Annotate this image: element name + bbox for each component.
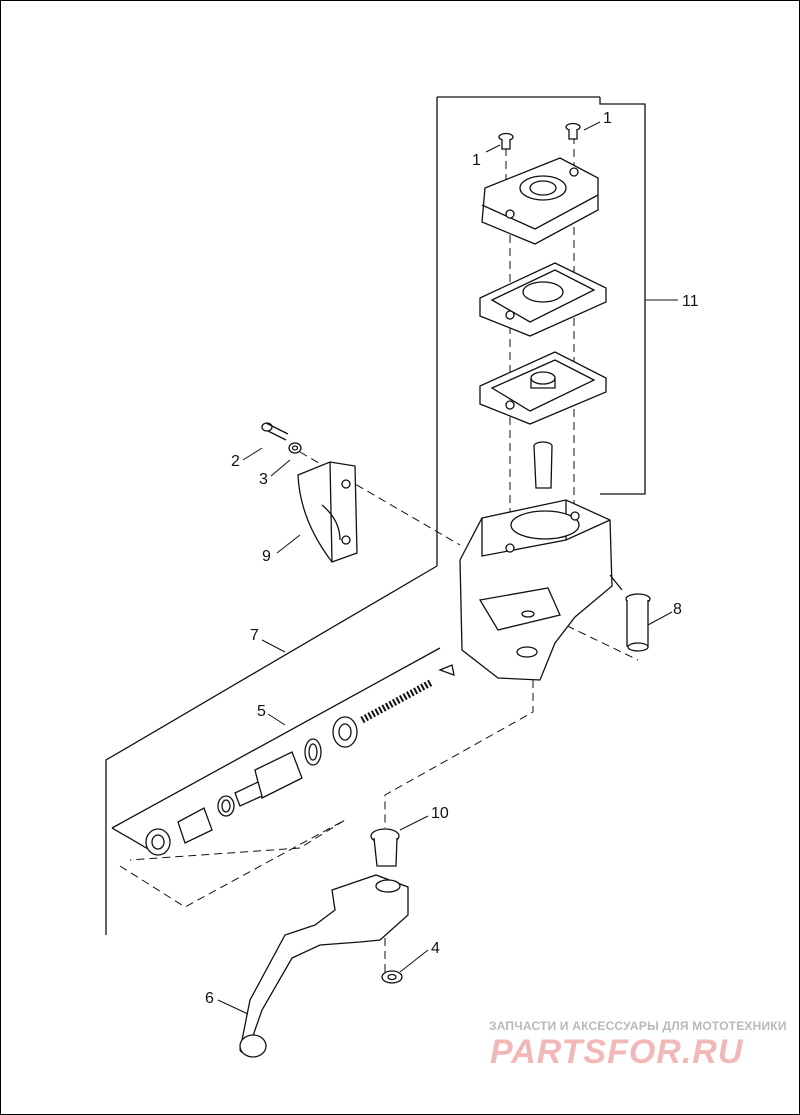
dashed-axis-piston <box>119 819 346 908</box>
callout-5: 5 <box>257 703 266 720</box>
return-spring <box>360 664 455 724</box>
callout-11: 11 <box>682 293 699 310</box>
retaining-clip-4 <box>381 970 403 984</box>
pivot-pin-8 <box>625 593 651 652</box>
callout-9: 9 <box>262 548 271 565</box>
bracket-5 <box>111 647 441 851</box>
watermark-tagline: ЗАПЧАСТИ И АКСЕССУАРЫ ДЛЯ МОТОТЕХНИКИ <box>489 1019 787 1033</box>
callout-3: 3 <box>259 471 268 488</box>
o-ring <box>304 738 322 766</box>
screw-1-right <box>565 122 581 140</box>
piston-seal <box>332 716 358 748</box>
leader-1-right <box>583 121 601 131</box>
callout-10: 10 <box>431 805 449 822</box>
callout-1-left: 1 <box>472 152 481 169</box>
callout-2: 2 <box>231 453 240 470</box>
leader-7 <box>261 639 286 653</box>
handlebar-clamp-9 <box>297 461 358 563</box>
leader-4 <box>399 949 429 973</box>
washer-3 <box>288 442 302 454</box>
diaphragm-plate <box>479 262 607 337</box>
piston-o-ring <box>217 795 235 817</box>
callout-8: 8 <box>673 601 682 618</box>
dust-seal <box>145 828 171 856</box>
dashed-axis-pin <box>554 619 639 661</box>
reservoir-cover <box>481 157 599 245</box>
leader-8 <box>647 611 673 626</box>
master-cylinder-body <box>459 499 623 681</box>
lever-bushing-10 <box>370 828 400 867</box>
diaphragm <box>479 351 607 425</box>
dashed-axis-lever <box>384 680 534 828</box>
leader-9 <box>276 534 301 554</box>
leader-5 <box>267 713 286 726</box>
leader-3 <box>270 459 291 477</box>
bracket-11 <box>436 96 646 566</box>
callout-4: 4 <box>431 940 440 957</box>
leader-6 <box>217 999 249 1015</box>
callout-1-right: 1 <box>603 110 612 127</box>
piston <box>234 751 303 807</box>
callout-7: 7 <box>250 627 259 644</box>
leader-10 <box>399 815 429 831</box>
hand-lever-6 <box>239 874 409 1058</box>
piston-boot <box>177 807 213 844</box>
leader-1-left <box>485 144 501 153</box>
leader-2 <box>242 447 263 461</box>
callout-6: 6 <box>205 990 214 1007</box>
screw-1-left <box>498 132 514 150</box>
screw-2 <box>261 422 289 441</box>
reservoir-float <box>533 441 553 489</box>
watermark-logo: PARTSFOR.RU <box>490 1033 744 1071</box>
bracket-7 <box>105 565 438 935</box>
